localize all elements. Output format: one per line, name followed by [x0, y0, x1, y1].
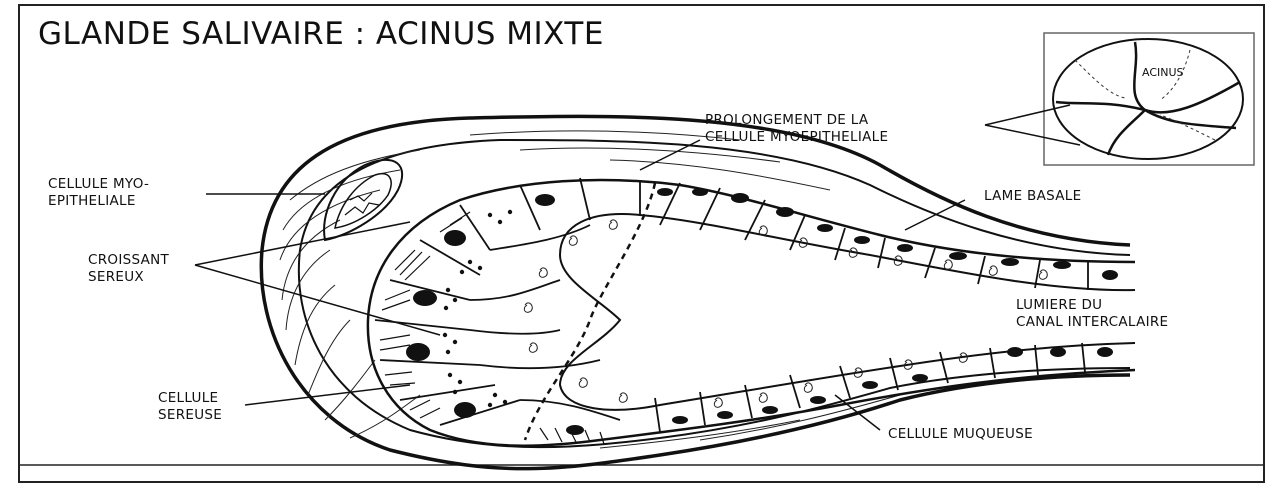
serous-nuclei — [406, 194, 584, 435]
label-line: LUMIERE DU — [1016, 297, 1168, 314]
label-line: CELLULE MYOEPITHELIALE — [705, 129, 888, 146]
mucous-granules — [524, 220, 1047, 407]
label-line: CELLULE MYO- — [48, 176, 149, 193]
label-line: CELLULE — [158, 390, 222, 407]
label-line: PROLONGEMENT DE LA — [705, 112, 888, 129]
label-lame-basale: LAME BASALE — [984, 188, 1081, 205]
inset-label-acinus: ACINUS — [1142, 66, 1184, 79]
label-cellule-sereuse: CELLULE SEREUSE — [158, 390, 222, 424]
page-title: GLANDE SALIVAIRE : ACINUS MIXTE — [38, 16, 604, 52]
label-lumiere-canal: LUMIERE DU CANAL INTERCALAIRE — [1016, 297, 1168, 331]
inset-box — [1044, 33, 1254, 165]
label-cellule-myoepitheliale: CELLULE MYO- EPITHELIALE — [48, 176, 149, 210]
inset-dashes — [1075, 50, 1215, 140]
label-cellule-muqueuse: CELLULE MUQUEUSE — [888, 426, 1033, 443]
inset-acinus-circle — [1053, 39, 1243, 159]
label-line: CROISSANT — [88, 252, 169, 269]
label-prolongement: PROLONGEMENT DE LA CELLULE MYOEPITHELIAL… — [705, 112, 888, 146]
lower-duct-nuclei — [672, 347, 1113, 424]
inset-septa — [1056, 42, 1240, 155]
label-line: SEREUX — [88, 269, 169, 286]
label-line: EPITHELIALE — [48, 193, 149, 210]
label-line: CANAL INTERCALAIRE — [1016, 314, 1168, 331]
label-line: SEREUSE — [158, 407, 222, 424]
label-croissant-sereux: CROISSANT SEREUX — [88, 252, 169, 286]
